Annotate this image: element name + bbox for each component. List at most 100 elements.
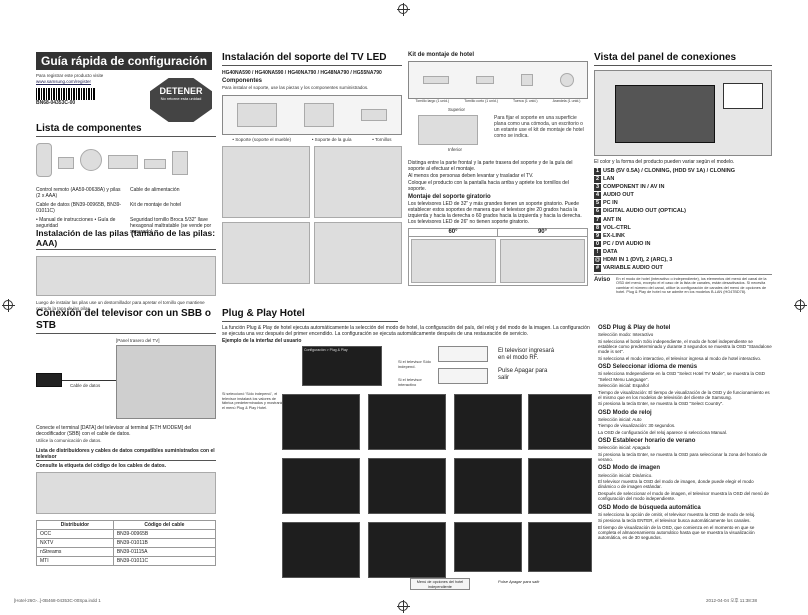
plug-play-intro: La función Plug & Play de hotel ejecuta … xyxy=(222,325,590,337)
screw-icon xyxy=(144,159,166,169)
sbb-section: Conexión del televisor con un SBB o STB … xyxy=(36,308,217,566)
table-cell: nStreams xyxy=(36,546,114,557)
flow-box xyxy=(438,346,488,362)
stand-note: Coloque el producto con la pantalla haci… xyxy=(408,180,569,192)
table-header: Distribuidor xyxy=(36,519,114,530)
bottom-label: Inferior xyxy=(448,147,463,153)
registration-mark xyxy=(397,3,410,16)
swivel-text: Los televisores LED de 32" y más grandes… xyxy=(408,201,582,226)
osd-screen: Configuración > Plug & Play xyxy=(302,346,382,386)
stand-section: Instalación del soporte del TV LED HG40N… xyxy=(222,52,402,284)
batteries-title: Instalación de las pilas (tamaño de las … xyxy=(36,228,216,251)
port-label: USB (5V 0.5A) / CLONING, (HDD 5V 1A) / C… xyxy=(603,168,736,174)
stand-components-text: Para instalar el soporte, use las piezas… xyxy=(222,85,369,91)
flow-caption: Si seleccionó 'Sólo independ.', el telev… xyxy=(222,392,282,410)
sbb-step-1: Conecte el terminal [DATA] del televisor… xyxy=(36,425,192,438)
angle-90-label: 90° xyxy=(498,229,587,238)
osd-descriptions: OSD Plug & Play de hotel Selección modo:… xyxy=(598,322,772,542)
osd-screen xyxy=(282,522,360,578)
stand-step-4 xyxy=(314,221,402,284)
components-section: Lista de componentes Control remoto (AA5… xyxy=(36,123,216,236)
batteries-note: Luego de instalar las pilas use un desto… xyxy=(36,300,205,311)
plug-play-title: Plug & Play Hotel xyxy=(222,308,398,322)
osd-screen xyxy=(528,458,592,514)
part-label: Tuerca (1 unid.) xyxy=(512,99,538,104)
panel-diagram xyxy=(594,70,772,156)
osd-heading: OSD Plug & Play de hotel xyxy=(598,325,671,331)
register-link[interactable]: www.samsung.com/register xyxy=(36,78,92,84)
stop-subtitle: No retorne esta unidad xyxy=(160,95,202,101)
osd-section: OSD Seleccionar idioma de menús Si selec… xyxy=(598,364,772,407)
stand-step-3 xyxy=(222,221,310,284)
list-item: Cable de alimentación xyxy=(130,187,180,193)
list-item: Seguridad tornillo Broca 5/32" llave hex… xyxy=(130,217,212,235)
data-cable-icon xyxy=(108,155,138,169)
cable-label: Cable de datos xyxy=(70,383,101,389)
registration-mark xyxy=(794,299,807,312)
table-cell: BN39-01011B xyxy=(112,537,217,548)
aviso-text: En el modo de hotel (interactivo o indep… xyxy=(616,276,767,295)
hotel-kit-title: Kit de montaje de hotel xyxy=(408,52,475,58)
osd-item: Selección inicial: Dinámico. xyxy=(598,472,653,478)
port-item: @HDMI IN 1 (DVI), 2 (ARC), 3 xyxy=(594,257,772,264)
connection-panel-image xyxy=(615,85,715,143)
stand-step-2 xyxy=(314,145,402,218)
long-screw-icon xyxy=(422,76,449,85)
port-number: 3 xyxy=(594,184,601,191)
port-label: DIGITAL AUDIO OUT (OPTICAL) xyxy=(603,208,687,215)
part-label: Tornillo largo (1 unid.) xyxy=(415,99,450,104)
stand-steps xyxy=(222,145,402,284)
osd-heading: OSD Modo de búsqueda automática xyxy=(598,504,701,511)
stand-parts-labels: • Soporte (soporte el mueble) • Soporte … xyxy=(222,137,402,142)
port-number: 8 xyxy=(594,224,601,232)
sbb-diagram: Cable de datos xyxy=(36,345,216,420)
hotel-kit-text: Para fijar el soporte en una superficie … xyxy=(494,115,584,140)
cable-line xyxy=(62,380,116,382)
osd-screen xyxy=(368,394,446,450)
osd-item: Selección inicial: Español xyxy=(598,383,649,389)
stand-notes: Distinga entre la parte frontal y la par… xyxy=(408,160,588,287)
components-title: Lista de componentes xyxy=(36,123,216,137)
panel-note: El color y la forma del producto pueden … xyxy=(594,159,735,165)
panel-title: Vista del panel de conexiones xyxy=(594,52,772,66)
table-header: Código del cable xyxy=(112,519,217,530)
flow-label: Si el televisor interactivo xyxy=(398,377,422,387)
stop-badge: DETENER No retorne esta unidad xyxy=(150,78,212,122)
sbb-step-note: Utilice la comunicación de datos. xyxy=(36,438,102,444)
tv-icon xyxy=(723,83,763,109)
osd-item: Si presiona la tecla Enter, se muestra l… xyxy=(598,401,724,407)
stand-note: Al menos dos personas deben levantar y t… xyxy=(408,173,534,179)
aviso-box: Aviso En el modo de hotel (interactivo o… xyxy=(594,273,772,295)
port-number: 5 xyxy=(594,200,601,207)
swivel-title: Montaje del soporte giratorio xyxy=(408,194,491,200)
swivel-table: 60° 90° xyxy=(408,228,588,287)
components-list: Control remoto (AA59-00638A) y pilas (2 … xyxy=(36,187,216,236)
stand-models: HG40NA590 / HG40NA590 / HG40NA790 / HG48… xyxy=(222,70,382,76)
plug-play-section: Plug & Play Hotel La función Plug & Play… xyxy=(222,308,772,345)
stand-label: • Tornillos xyxy=(372,136,392,142)
part-label: Tornillo corto (1 unid.) xyxy=(464,99,498,104)
stand-label: • Soporte (soporte el mueble) xyxy=(232,136,292,142)
hotel-kit-section: Kit de montaje de hotel Tornillo largo (… xyxy=(408,52,588,157)
port-number: 4 xyxy=(594,192,601,199)
barcode xyxy=(36,88,96,101)
manual-icon xyxy=(172,151,188,175)
flow-label: Pulse Apagar para salir xyxy=(498,368,548,382)
osd-screen xyxy=(282,394,360,450)
barcode-code: BN68-04353C-00 xyxy=(36,100,76,107)
rear-panel-label: [Panel trasero del TV] xyxy=(116,338,160,343)
stand-step-1 xyxy=(222,145,310,218)
sbb-title: Conexión del televisor con un SBB o STB xyxy=(36,308,216,334)
battery-install-illustration xyxy=(36,256,216,297)
osd-screen xyxy=(454,458,522,514)
hotel-kit-labels: Tornillo largo (1 unid.) Tornillo corto … xyxy=(408,99,588,103)
